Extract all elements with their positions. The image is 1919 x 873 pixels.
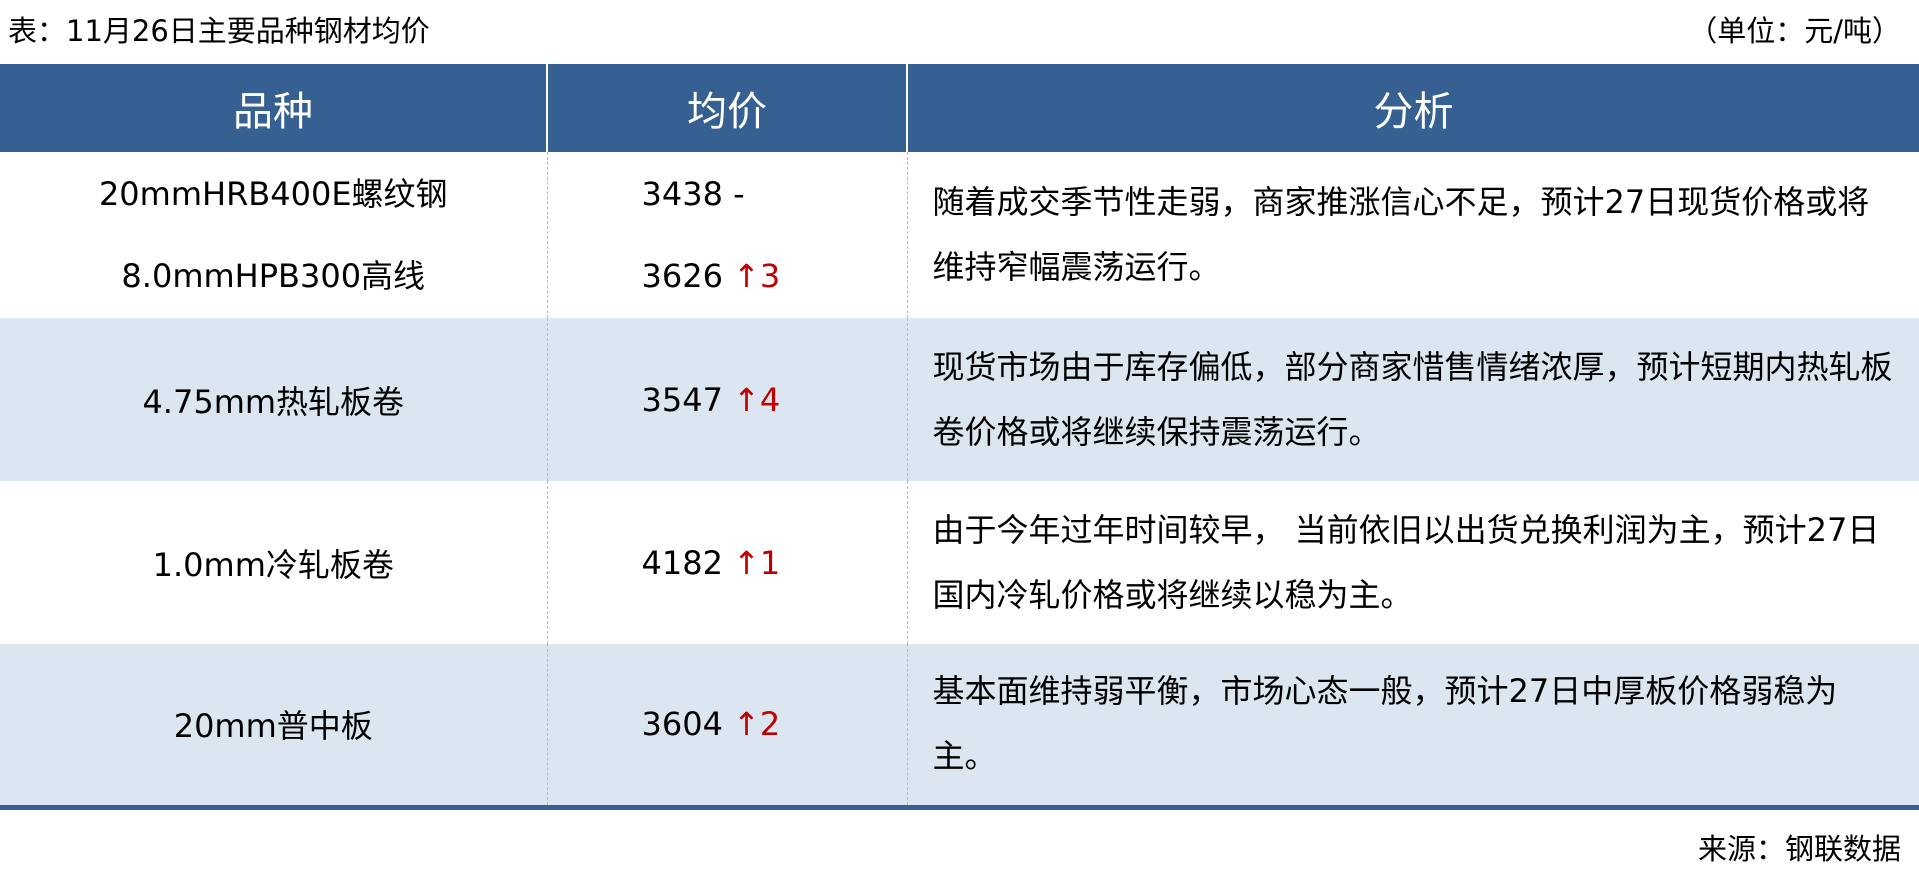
variety-name: 20mm普中板 — [0, 644, 547, 810]
table-title: 表：11月26日主要品种钢材均价 — [8, 14, 430, 48]
header-row: 品种 均价 分析 — [0, 64, 1919, 152]
price-value: 3604 — [641, 705, 723, 744]
variety-name: 20mmHRB400E螺纹钢 — [98, 175, 448, 213]
price-change: - — [733, 175, 745, 213]
price-change-up: ↑4 — [733, 380, 781, 419]
variety-cell: 20mmHRB400E螺纹钢 8.0mmHPB300高线 — [0, 152, 547, 318]
price-cell: 3547 ↑4 — [546, 318, 907, 481]
header-variety: 品种 — [0, 64, 547, 152]
analysis-cell: 随着成交季节性走弱，商家推涨信心不足，预计27日现货价格或将维持窄幅震荡运行。 — [906, 152, 1919, 318]
variety-name: 8.0mmHPB300高线 — [121, 257, 426, 295]
steel-price-table: 品种 均价 分析 20mmHRB400E螺纹钢 8.0mmHPB300高线 34… — [0, 64, 1919, 810]
variety-name: 4.75mm热轧板卷 — [0, 318, 547, 481]
price-value: 3438 — [641, 175, 723, 213]
analysis-cell: 基本面维持弱平衡，市场心态一般，预计27日中厚板价格弱稳为主。 — [906, 644, 1919, 810]
price-change-up: ↑1 — [733, 543, 781, 582]
variety-name: 1.0mm冷轧板卷 — [152, 545, 394, 584]
price-value: 3547 — [641, 380, 723, 419]
price-cell: 3438 - 3626 ↑3 — [546, 152, 907, 318]
analysis-cell: 由于今年过年时间较早， 当前依旧以出货兑换利润为主，预计27日国内冷轧价格或将继… — [906, 481, 1919, 644]
analysis-cell: 现货市场由于库存偏低，部分商家惜售情绪浓厚，预计短期内热轧板卷价格或将继续保持震… — [906, 318, 1919, 481]
price-change-up: ↑3 — [733, 257, 781, 295]
header-analysis: 分析 — [906, 64, 1919, 152]
price-change-up: ↑2 — [733, 705, 781, 744]
price-value: 3626 — [641, 257, 723, 295]
header-price: 均价 — [546, 64, 907, 152]
unit-label: （单位：元/吨） — [1688, 14, 1901, 48]
price-cell: 4182 ↑1 — [546, 481, 907, 644]
table-row: 20mmHRB400E螺纹钢 8.0mmHPB300高线 3438 - 3626… — [0, 152, 1919, 318]
price-cell: 3604 ↑2 — [546, 644, 907, 810]
table-row: 20mm普中板 3604 ↑2 基本面维持弱平衡，市场心态一般，预计27日中厚板… — [0, 644, 1919, 810]
price-value: 4182 — [641, 543, 723, 582]
table-row: 4.75mm热轧板卷 3547 ↑4 现货市场由于库存偏低，部分商家惜售情绪浓厚… — [0, 318, 1919, 481]
source-label: 来源：钢联数据 — [1697, 832, 1901, 866]
table-row: 1.0mm冷轧板卷 4182 ↑1 由于今年过年时间较早， 当前依旧以出货兑换利… — [0, 481, 1919, 644]
